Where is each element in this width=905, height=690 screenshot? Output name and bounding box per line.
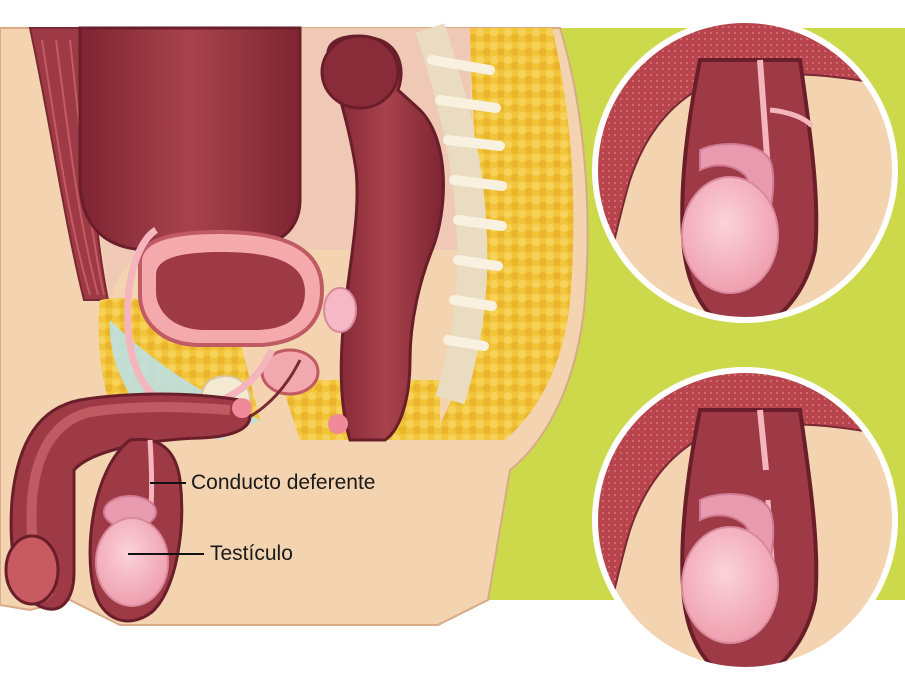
vas-deferens-label: Conducto deferente: [191, 472, 375, 493]
vas-deferens-leader: [150, 482, 186, 484]
testicle: [96, 518, 168, 606]
zoom-bottom-testicle: [682, 527, 778, 643]
seminal-vesicle: [324, 288, 356, 332]
gland-cluster: [232, 398, 252, 418]
testicle-label: Testículo: [210, 543, 293, 564]
glans: [6, 536, 58, 604]
colon-lumen: [322, 36, 398, 108]
zoom-top-testicle: [682, 177, 778, 293]
large-organ: [80, 28, 300, 250]
testicle-leader: [128, 553, 204, 555]
gland-cluster-2: [328, 414, 348, 434]
bladder-lumen: [156, 252, 305, 330]
